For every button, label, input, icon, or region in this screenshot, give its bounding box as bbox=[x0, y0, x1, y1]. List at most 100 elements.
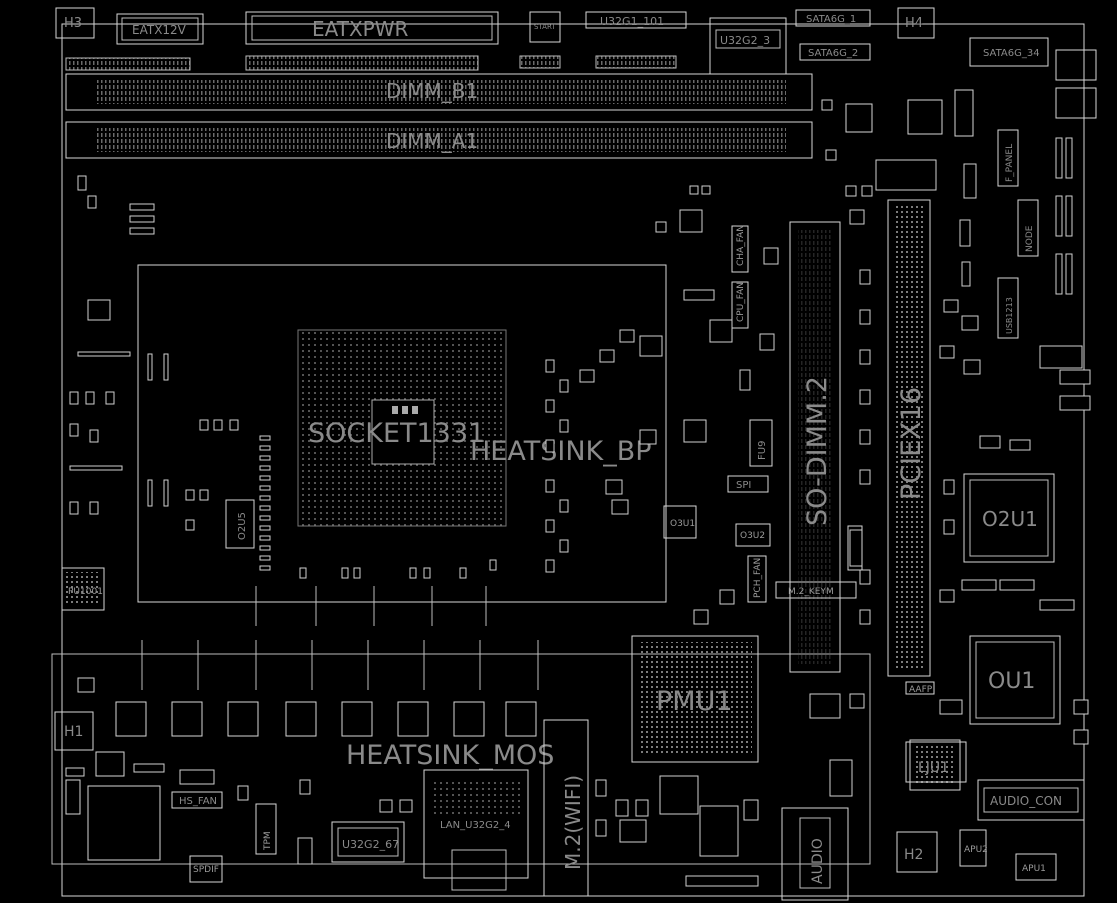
label-m2-wifi: M.2(WIFI) bbox=[561, 775, 585, 870]
mosfet-row: HEATSINK_MOS bbox=[115, 640, 554, 771]
label-m2-keym: M.2_KEYM bbox=[788, 587, 834, 597]
port-lan-u32g2-4: LAN_U32G2_4 bbox=[423, 769, 529, 891]
chip-pu1001: PU1001 bbox=[61, 567, 105, 611]
label-h4: H4 bbox=[905, 16, 923, 31]
label-aafp: AAFP bbox=[909, 685, 933, 695]
small-component-field bbox=[65, 99, 1091, 887]
header-aafp: AAFP bbox=[905, 681, 935, 695]
label-dimm-a1: DIMM_A1 bbox=[386, 129, 478, 153]
label-sata6g-1: SATA6G_1 bbox=[806, 14, 856, 25]
header-cha-fan: CHA_FAN bbox=[731, 225, 749, 273]
connector-eatxpwr: EATXPWR bbox=[245, 11, 499, 45]
cpu-socket: SOCKET1331 HEATSINK_BP bbox=[137, 264, 667, 626]
mount-hole-h1: H1 bbox=[54, 711, 94, 751]
component-bottom-left-block bbox=[65, 751, 161, 861]
mount-hole-h2: H2 bbox=[896, 831, 938, 873]
slot-pciex16: PCIEX16 bbox=[887, 199, 931, 677]
label-o3u2: O3U2 bbox=[740, 531, 765, 541]
label-ou1: OU1 bbox=[988, 669, 1035, 694]
header-u32g1-101: U32G1_101 bbox=[585, 11, 687, 29]
label-usb1213: USB1213 bbox=[1005, 297, 1014, 334]
chip-apu2: APU2 bbox=[959, 829, 988, 867]
fuse-fu9: FU9 bbox=[749, 419, 773, 467]
chip-lju1: LJU1 bbox=[909, 739, 961, 791]
top-pin-strip bbox=[65, 55, 677, 71]
heatsink-mos-outline bbox=[51, 653, 871, 865]
label-dimm-b1: DIMM_B1 bbox=[386, 79, 478, 103]
label-fu9: FU9 bbox=[757, 441, 768, 460]
header-f-panel: F_PANEL bbox=[997, 129, 1019, 187]
label-pciex16: PCIEX16 bbox=[896, 387, 927, 500]
label-u32g2-3: U32G2_3 bbox=[720, 34, 770, 47]
label-u32g2-67: U32G2_67 bbox=[342, 838, 399, 851]
dimm-slot-b1: DIMM_B1 bbox=[65, 73, 813, 111]
label-audio: AUDIO bbox=[810, 838, 826, 884]
label-socket: SOCKET1331 bbox=[308, 418, 485, 449]
label-lan-u32g2-4: LAN_U32G2_4 bbox=[440, 820, 511, 831]
header-spdif: SPDIF bbox=[189, 855, 223, 883]
label-eatxpwr: EATXPWR bbox=[312, 17, 409, 41]
chip-o3u2: O3U2 bbox=[735, 523, 771, 547]
button-start: START bbox=[529, 11, 561, 43]
slot-m2-keym: M.2_KEYM bbox=[775, 581, 857, 599]
label-o2u1: O2U1 bbox=[982, 507, 1038, 531]
label-apu2: APU2 bbox=[964, 845, 988, 855]
header-pch-fan: PCH_FAN bbox=[747, 555, 767, 603]
label-spdif: SPDIF bbox=[193, 865, 219, 875]
header-spi: SPI bbox=[727, 475, 769, 493]
label-node: NODE bbox=[1025, 225, 1035, 252]
header-u32g2-67: U32G2_67 bbox=[331, 821, 405, 863]
label-heatsink-bp: HEATSINK_BP bbox=[470, 436, 652, 467]
header-cpu-fan: CPU_FAN bbox=[731, 281, 749, 329]
label-eatx12v: EATX12V bbox=[132, 23, 187, 37]
label-f-panel: F_PANEL bbox=[1005, 144, 1015, 182]
label-h1: H1 bbox=[64, 724, 83, 740]
label-hs-fan: HS_FAN bbox=[179, 796, 217, 807]
right-edge-caps bbox=[1055, 137, 1073, 295]
chip-apu1: APU1 bbox=[1015, 853, 1057, 881]
dimm-slot-a1: DIMM_A1 bbox=[65, 121, 813, 159]
connector-sata6g-34: SATA6G_34 bbox=[969, 37, 1049, 67]
label-spi: SPI bbox=[736, 480, 751, 491]
label-audio-con: AUDIO_CON bbox=[990, 794, 1062, 808]
connector-audio-con: AUDIO_CON bbox=[977, 779, 1085, 821]
label-pmu1: PMU1 bbox=[656, 686, 733, 717]
label-o3u1: O3U1 bbox=[670, 519, 695, 529]
chip-pmu1: PMU1 bbox=[631, 635, 759, 763]
slot-so-dimm2: SO-DIMM.2 bbox=[789, 221, 841, 673]
header-u32g2-3: U32G2_3 bbox=[709, 17, 787, 75]
chip-o2u5: O2U5 bbox=[225, 499, 255, 549]
label-cha-fan: CHA_FAN bbox=[736, 225, 746, 266]
connector-eatx12v: EATX12V bbox=[116, 13, 204, 45]
label-h3: H3 bbox=[64, 16, 82, 31]
connector-sata6g-2: SATA6G_2 bbox=[799, 43, 871, 61]
label-sata6g-34: SATA6G_34 bbox=[983, 48, 1040, 59]
label-pch-fan: PCH_FAN bbox=[753, 558, 763, 598]
label-sata6g-2: SATA6G_2 bbox=[808, 48, 858, 59]
chip-near-pciex16 bbox=[847, 525, 967, 783]
chip-o2u1: O2U1 bbox=[963, 473, 1055, 563]
label-start: START bbox=[534, 23, 556, 31]
right-top-connector-stack bbox=[845, 49, 1097, 137]
header-tpm: TPM bbox=[255, 803, 277, 855]
chip-ou1: OU1 bbox=[969, 635, 1061, 725]
header-hs-fan: HS_FAN bbox=[171, 791, 223, 809]
label-h2: H2 bbox=[904, 847, 923, 863]
label-pu1001: PU1001 bbox=[68, 587, 103, 597]
mount-hole-h4: H4 bbox=[897, 7, 935, 39]
header-node: NODE bbox=[1017, 199, 1039, 257]
label-o2u5: O2U5 bbox=[237, 512, 248, 540]
label-cpu-fan: CPU_FAN bbox=[736, 282, 746, 322]
label-heatsink-mos: HEATSINK_MOS bbox=[346, 740, 554, 771]
label-apu1: APU1 bbox=[1022, 864, 1046, 874]
label-u32g1-101: U32G1_101 bbox=[600, 15, 664, 28]
mount-hole-h3: H3 bbox=[55, 7, 95, 39]
connector-audio: AUDIO bbox=[781, 807, 849, 901]
label-tpm: TPM bbox=[263, 831, 273, 851]
label-lju1: LJU1 bbox=[918, 760, 949, 776]
slot-m2-wifi: M.2(WIFI) bbox=[543, 719, 589, 897]
label-so-dimm2: SO-DIMM.2 bbox=[802, 376, 833, 526]
header-usb1213: USB1213 bbox=[997, 277, 1019, 339]
connector-sata6g-1: SATA6G_1 bbox=[795, 9, 871, 27]
